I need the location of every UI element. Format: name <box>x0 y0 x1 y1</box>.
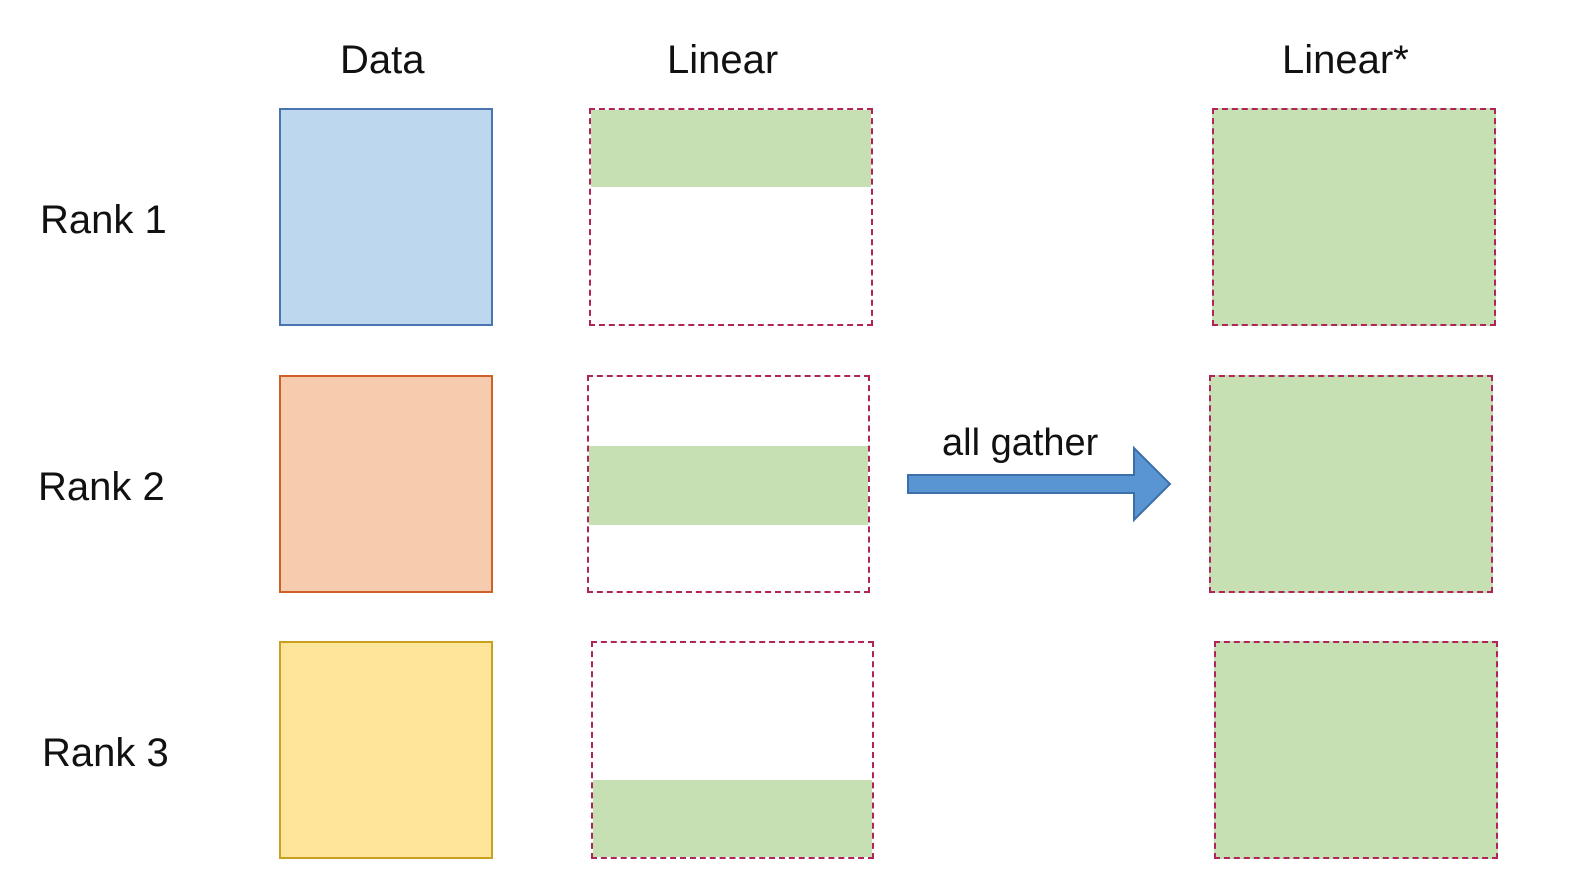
all-gather-arrow <box>907 445 1172 523</box>
rank-3-linear-full-box <box>1214 641 1498 859</box>
all-gather-arrow-shape <box>907 445 1172 523</box>
rank-1-data-block <box>279 108 493 326</box>
rank-2-linear-full-box <box>1209 375 1493 593</box>
rank-1-linear-shard-box <box>589 108 873 326</box>
rank-1-linear-shard <box>591 110 871 187</box>
rank-3-data-block <box>279 641 493 859</box>
rank-3-linear-shard-box <box>591 641 874 859</box>
all-gather-label: all gather <box>942 422 1099 464</box>
rank-1-label: Rank 1 <box>40 198 167 242</box>
rank-2-label: Rank 2 <box>38 465 165 509</box>
rank-2-data-block <box>279 375 493 593</box>
header-linear-star: Linear* <box>1282 38 1409 82</box>
header-linear: Linear <box>667 38 779 82</box>
header-data: Data <box>340 38 425 82</box>
rank-3-linear-shard <box>593 780 872 857</box>
rank-3-label: Rank 3 <box>42 731 169 775</box>
rank-2-linear-shard <box>589 446 868 525</box>
rank-1-linear-full-box <box>1212 108 1496 326</box>
rank-2-linear-shard-box <box>587 375 870 593</box>
